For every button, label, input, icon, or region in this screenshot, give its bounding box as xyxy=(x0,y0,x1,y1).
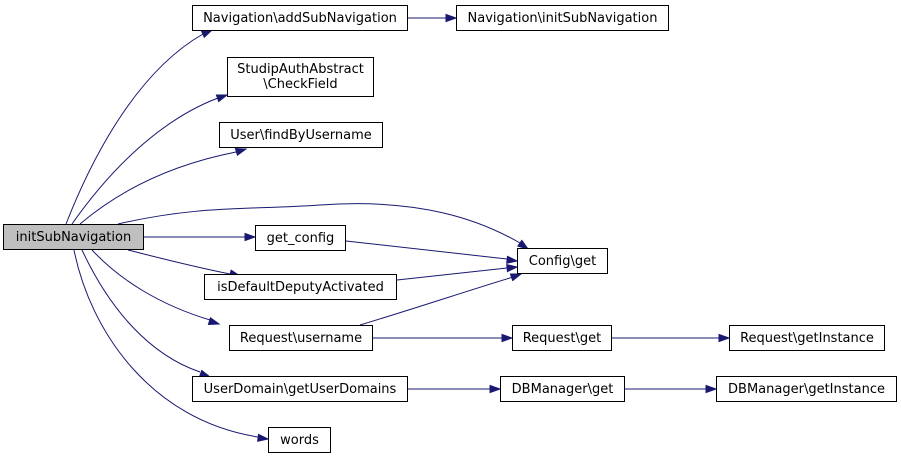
node-request-get[interactable]: Request\get xyxy=(512,325,612,351)
edge-get-config-config-get-line xyxy=(345,240,508,260)
node-words[interactable]: words xyxy=(268,427,331,453)
edge-root-add-sub-navigation-line xyxy=(65,33,204,225)
edge-root-find-by-username-arrowhead xyxy=(234,147,248,157)
edge-root-find-by-username xyxy=(79,147,248,225)
node-user-domain-get-user-domains[interactable]: UserDomain\getUserDomains xyxy=(192,376,408,402)
edge-request-username-config-get xyxy=(359,273,523,326)
edge-root-check-field-arrowhead xyxy=(215,94,229,103)
node-dbmanager-get-instance[interactable]: DBManager\getInstance xyxy=(716,376,897,402)
node-request-get-instance[interactable]: Request\getInstance xyxy=(729,325,885,351)
node-dbmanager-get[interactable]: DBManager\get xyxy=(500,376,625,402)
node-is-default-deputy-activated[interactable]: isDefaultDeputyActivated xyxy=(204,274,397,300)
edge-root-get-config xyxy=(144,232,257,242)
edge-root-add-sub-navigation xyxy=(65,29,214,225)
edge-add-sub-navigation-init-arrowhead xyxy=(445,13,458,23)
edge-user-domains-dbmanager-get xyxy=(408,384,502,394)
edge-dbmanager-get-dbmanager-get-instance xyxy=(625,384,718,394)
edge-request-get-request-get-instance-arrowhead xyxy=(718,333,731,343)
edge-root-user-domains-line xyxy=(81,249,201,373)
edge-root-config-get-arrowhead xyxy=(516,239,530,250)
edge-root-get-config-arrowhead xyxy=(244,232,257,242)
node-config-get[interactable]: Config\get xyxy=(517,248,608,274)
edge-root-config-get-line xyxy=(117,203,521,244)
edge-get-config-config-get xyxy=(345,240,519,264)
edge-dbmanager-get-dbmanager-get-instance-arrowhead xyxy=(705,384,718,394)
edge-root-request-username xyxy=(91,249,221,326)
node-init-sub-navigation-root: initSubNavigation xyxy=(3,224,144,250)
edge-root-request-username-arrowhead xyxy=(207,316,221,326)
edge-root-check-field xyxy=(71,94,229,225)
node-navigation-add-sub-navigation[interactable]: Navigation\addSubNavigation xyxy=(192,5,408,31)
node-request-username[interactable]: Request\username xyxy=(229,325,373,351)
edge-request-username-config-get-line xyxy=(359,276,514,326)
edge-root-user-domains xyxy=(81,249,212,378)
node-navigation-init-sub-navigation[interactable]: Navigation\initSubNavigation xyxy=(456,5,669,31)
edge-root-request-username-line xyxy=(91,249,211,321)
edge-root-is-default-deputy-line xyxy=(127,249,231,275)
edge-root-is-default-deputy xyxy=(127,249,242,278)
node-get-config[interactable]: get_config xyxy=(255,225,346,251)
edge-request-username-config-get-arrowhead xyxy=(509,273,523,282)
node-user-find-by-username[interactable]: User\findByUsername xyxy=(219,122,383,148)
edge-is-default-deputy-config-get-line xyxy=(396,267,508,281)
edge-root-add-sub-navigation-arrowhead xyxy=(200,29,214,39)
edge-user-domains-dbmanager-get-arrowhead xyxy=(489,384,502,394)
edge-root-find-by-username-line xyxy=(79,151,237,225)
edge-is-default-deputy-config-get-arrowhead xyxy=(506,263,519,273)
edge-add-sub-navigation-init xyxy=(408,13,458,23)
edge-request-get-request-get-instance xyxy=(612,333,731,343)
edge-request-username-request-get xyxy=(373,333,514,343)
edge-root-words-line xyxy=(73,249,259,438)
node-studip-auth-check-field[interactable]: StudipAuthAbstract \CheckField xyxy=(227,57,374,97)
edge-root-words-arrowhead xyxy=(257,433,270,442)
edge-root-check-field-line xyxy=(71,97,219,225)
edge-is-default-deputy-config-get xyxy=(396,263,519,281)
edge-get-config-config-get-arrowhead xyxy=(506,255,519,264)
edge-root-config-get xyxy=(117,203,530,250)
edge-root-words xyxy=(73,249,270,442)
edge-request-username-request-get-arrowhead xyxy=(501,333,514,343)
